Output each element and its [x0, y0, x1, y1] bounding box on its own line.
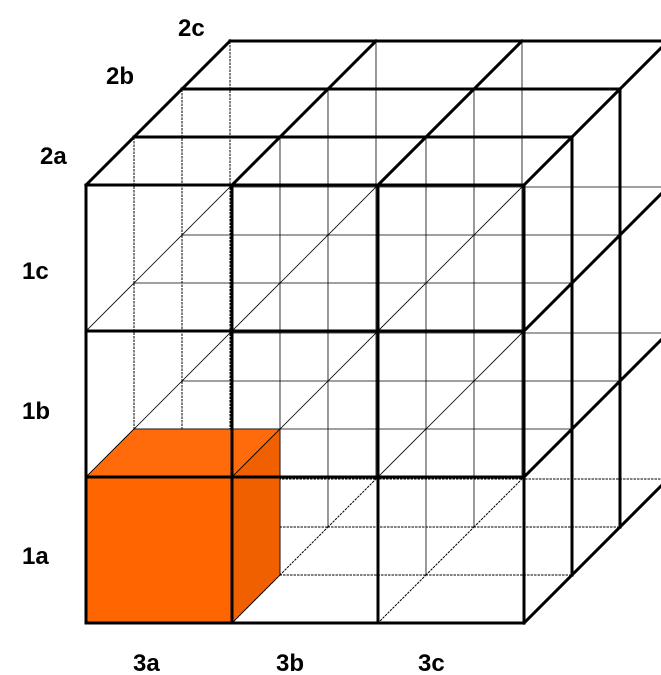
grid-line — [377, 282, 427, 332]
grid-line — [133, 380, 183, 430]
grid-edge — [179, 38, 233, 92]
grid-line — [425, 234, 475, 284]
grid-line — [377, 428, 427, 478]
grid-line — [279, 380, 329, 430]
grid-edge — [617, 483, 661, 530]
grid-line — [231, 282, 281, 332]
grid-edge — [375, 134, 429, 188]
grid-line-dotted — [473, 478, 523, 528]
grid-edge — [521, 134, 575, 188]
label-1a: 1a — [22, 543, 49, 570]
label-1c: 1c — [22, 258, 49, 285]
grid-edge — [131, 86, 185, 140]
grid-edge — [521, 426, 575, 480]
grid-line — [279, 234, 329, 284]
grid-edge — [521, 572, 575, 626]
grid-line — [181, 332, 231, 382]
grid-edge — [617, 337, 661, 384]
grid-edge — [471, 38, 525, 92]
grid-edge — [617, 191, 661, 238]
grid-line — [133, 234, 183, 284]
grid-line — [327, 186, 377, 236]
grid-edge — [423, 86, 477, 140]
grid-line-dotted — [327, 478, 377, 528]
label-3a: 3a — [133, 650, 160, 675]
highlight-front-face — [85, 476, 233, 624]
grid-edge — [83, 134, 137, 188]
grid-line — [327, 332, 377, 382]
label-2c: 2c — [178, 15, 205, 42]
grid-edge — [569, 378, 623, 432]
grid-line — [181, 186, 231, 236]
grid-line — [85, 282, 135, 332]
grid-edge — [617, 45, 661, 92]
highlighted-cube — [85, 428, 281, 624]
grid-edge — [569, 86, 623, 140]
grid-edge — [569, 524, 623, 578]
label-2a: 2a — [40, 143, 67, 170]
grid-line — [473, 186, 523, 236]
grid-line-dotted — [279, 526, 329, 576]
label-1b: 1b — [22, 398, 50, 425]
grid-edge — [229, 134, 283, 188]
label-2b: 2b — [106, 63, 134, 90]
grid-edge — [325, 38, 379, 92]
grid-line-dotted — [425, 526, 475, 576]
grid-line-dotted — [377, 574, 427, 624]
grid-edge — [569, 232, 623, 286]
grid-edge — [277, 86, 331, 140]
label-3b: 3b — [276, 650, 304, 675]
thick-cube-edges — [83, 38, 661, 626]
grid-line — [473, 332, 523, 382]
grid-edge — [521, 280, 575, 334]
grid-line — [425, 380, 475, 430]
label-3c: 3c — [418, 650, 445, 675]
